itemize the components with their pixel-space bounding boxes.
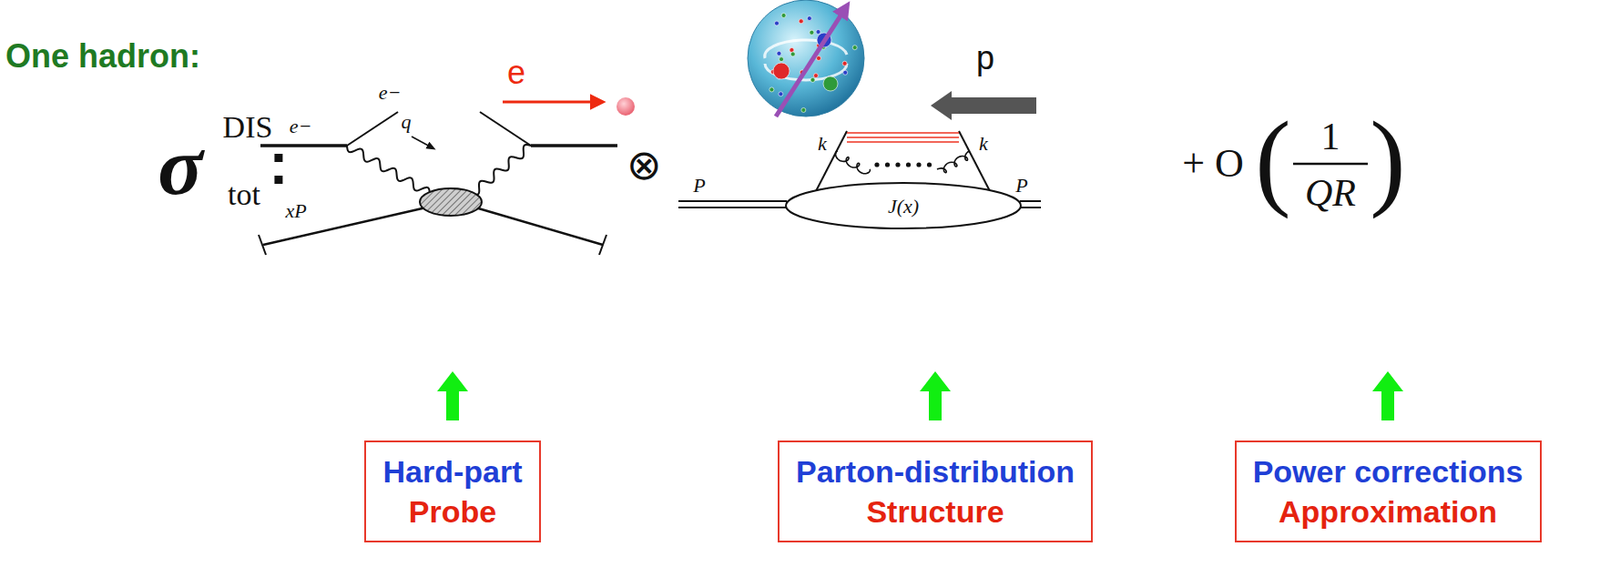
heading: One hadron: <box>5 40 201 73</box>
electron-dot <box>616 97 635 116</box>
particle-label: e− <box>289 116 313 137</box>
label-box: Power correctionsApproximation <box>1234 440 1542 543</box>
box-heading: Parton-distribution <box>795 451 1075 492</box>
order-symbol: + O <box>1182 143 1244 184</box>
denominator: QR <box>1304 173 1356 213</box>
parenthesis: ( <box>1254 106 1291 215</box>
momentum-label: q <box>401 112 412 133</box>
parton-dot <box>801 107 806 113</box>
parton-dot <box>790 51 795 57</box>
cross-section-symbol: σ <box>157 123 204 208</box>
parton-dot <box>810 77 816 82</box>
particle-label: e− <box>378 82 402 103</box>
label-box: Parton-distributionStructure <box>777 440 1093 543</box>
spin-arrow <box>775 7 846 117</box>
parton-dot <box>809 30 815 35</box>
parton-dot <box>781 12 786 18</box>
electron-symbol: e <box>507 56 526 90</box>
momentum-label: k <box>978 133 989 154</box>
parton-dot <box>823 76 838 92</box>
fraction-bar <box>1293 163 1368 166</box>
momentum-label: xP <box>285 201 306 222</box>
numerator: 1 <box>1321 117 1341 156</box>
pointer-arrows <box>437 371 1404 421</box>
momentum-label: P <box>692 175 705 196</box>
parton-dot <box>806 16 812 21</box>
label-box: Hard-partProbe <box>364 440 541 543</box>
parton-dot <box>769 87 775 92</box>
operator-label: J(x) <box>887 196 919 217</box>
parton-dot <box>798 19 804 24</box>
parton-dots <box>769 12 857 113</box>
parenthesis: ) <box>1369 106 1406 215</box>
box-heading: Power corrections <box>1253 451 1524 492</box>
colon: : <box>268 134 288 194</box>
parton-dot <box>773 62 790 80</box>
proton-arrow <box>930 91 1037 121</box>
parton-dot <box>774 20 779 26</box>
proton-image <box>747 0 865 117</box>
parton-dot <box>813 73 818 79</box>
parton-dot <box>816 56 822 62</box>
box-body: Structure <box>795 491 1075 532</box>
parton-dot <box>843 70 848 75</box>
subscript: tot <box>227 179 261 211</box>
box-body: Approximation <box>1253 491 1524 532</box>
hard-part-diagram <box>258 112 618 255</box>
parton-dot <box>842 61 847 66</box>
momentum-label: k <box>817 133 827 154</box>
momentum-label: P <box>1015 175 1028 196</box>
parton-dot <box>852 45 857 51</box>
parton-dot <box>778 91 784 97</box>
box-heading: Hard-part <box>382 451 523 492</box>
superscript: DIS <box>223 112 274 143</box>
parton-dot <box>779 57 785 62</box>
parton-dot <box>815 30 821 35</box>
electron-arrow <box>502 101 603 104</box>
box-body: Probe <box>382 491 523 532</box>
parton-dot <box>776 50 782 56</box>
parton-diagram <box>678 131 1041 229</box>
proton-symbol: p <box>976 41 995 75</box>
convolution-symbol: ⊗ <box>626 144 663 187</box>
